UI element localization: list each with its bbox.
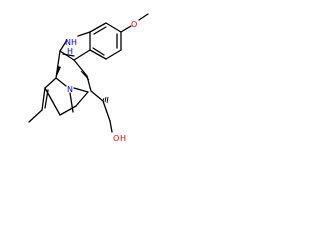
ethylidene-group — [28, 87, 49, 123]
stereo-bonds — [56, 66, 109, 104]
methoxy-o-label: O — [131, 20, 137, 29]
structure-canvas: NH H N O O H — [0, 0, 150, 150]
hydroxyl-o-label: O — [113, 134, 119, 143]
amine-n-label: N — [67, 85, 73, 94]
indole-nh-label: NH — [65, 38, 77, 47]
methoxy-group — [120, 13, 149, 33]
hydroxymethyl-group — [109, 120, 113, 133]
benzene-ring — [89, 22, 122, 60]
cage-skeleton — [44, 50, 111, 122]
pyrrole-ring — [59, 31, 91, 61]
indole-h-label: H — [67, 47, 73, 56]
molecule-drawing: NH H N O O H — [28, 13, 149, 143]
hydroxyl-h-label: H — [120, 134, 126, 143]
